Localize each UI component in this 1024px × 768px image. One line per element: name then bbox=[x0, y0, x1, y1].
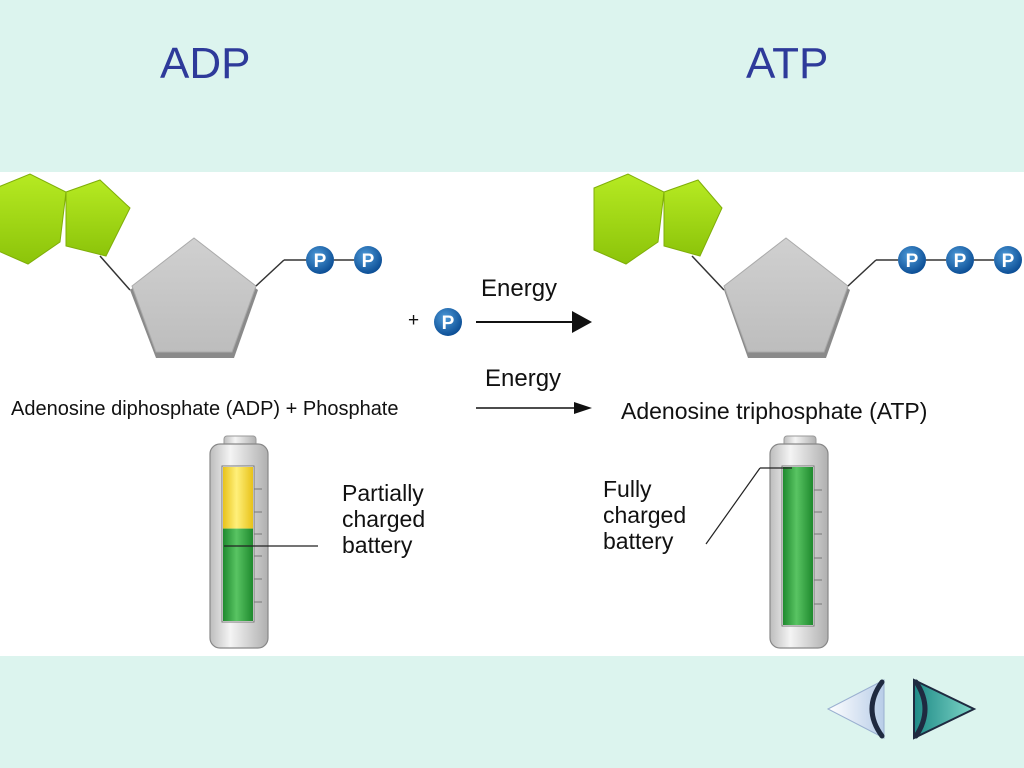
adp-atp-diagram: P P + P Energy Energy bbox=[0, 173, 1022, 649]
phosphate-icon: P bbox=[898, 246, 926, 274]
phosphate-icon: P bbox=[946, 246, 974, 274]
battery-charge-level bbox=[783, 467, 813, 625]
adp-phosphate-label: Adenosine diphosphate (ADP) + Phosphate bbox=[11, 398, 399, 420]
battery-charge-level bbox=[223, 528, 253, 621]
next-button[interactable] bbox=[908, 676, 978, 747]
arrow-icon bbox=[476, 311, 592, 333]
adenine-ring-left bbox=[593, 173, 665, 265]
adenine-ring-right bbox=[663, 179, 723, 257]
svg-text:P: P bbox=[362, 251, 375, 272]
adenine-ring-left bbox=[0, 173, 67, 265]
diagram-panel: P P + P Energy Energy bbox=[0, 172, 1024, 656]
atp-molecule: P P P bbox=[593, 173, 1022, 358]
partial-battery-label: Partially charged battery bbox=[342, 480, 426, 558]
atp-label: Adenosine triphosphate (ATP) bbox=[621, 398, 928, 424]
adenine-ring-right bbox=[65, 179, 131, 257]
svg-text:P: P bbox=[954, 251, 967, 272]
next-arrow-icon bbox=[913, 678, 977, 740]
battery-charge-empty bbox=[223, 467, 253, 529]
phosphate-icon: P bbox=[306, 246, 334, 274]
arrow-icon bbox=[476, 402, 592, 414]
phosphate-icon: P bbox=[434, 308, 462, 336]
title-atp: ATP bbox=[746, 39, 829, 88]
adp-molecule: P P bbox=[0, 173, 382, 358]
energy-label-bottom: Energy bbox=[485, 365, 561, 392]
battery-full bbox=[705, 435, 829, 649]
svg-text:P: P bbox=[1002, 251, 1015, 272]
previous-button[interactable] bbox=[826, 676, 890, 747]
plus-sign: + bbox=[408, 310, 419, 331]
full-battery-label: Fully charged battery bbox=[603, 476, 687, 554]
reaction: + P Energy Energy bbox=[408, 275, 592, 414]
energy-label-top: Energy bbox=[481, 275, 557, 302]
phosphate-icon: P bbox=[354, 246, 382, 274]
phosphate-icon: P bbox=[994, 246, 1022, 274]
svg-text:P: P bbox=[442, 313, 455, 334]
ribose-pentagon bbox=[723, 237, 849, 353]
svg-text:P: P bbox=[314, 251, 327, 272]
title-adp: ADP bbox=[160, 39, 251, 88]
svg-text:P: P bbox=[906, 251, 919, 272]
battery-partial bbox=[209, 435, 318, 649]
previous-arrow-icon bbox=[826, 679, 885, 739]
